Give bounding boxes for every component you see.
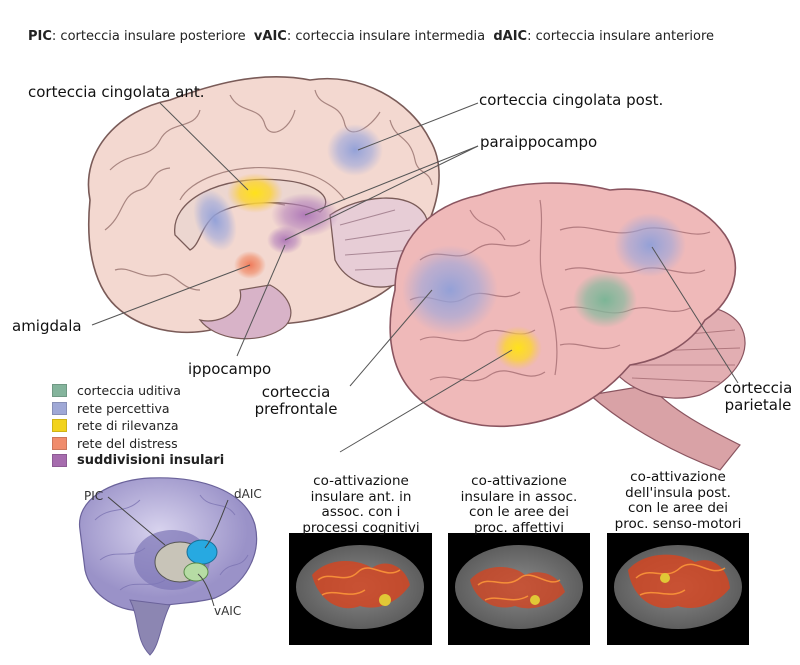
caption-line: con le aree dei [628, 500, 728, 516]
leader-prefrontale-2 [339, 349, 513, 453]
caption-line: insulare ant. in [310, 488, 412, 505]
label-parietale-line1: corteccia [723, 379, 793, 397]
label-ippocampo: ippocampo [188, 360, 272, 378]
label-prefrontale-line1: corteccia [261, 383, 331, 401]
legend-label: rete del distress [77, 435, 178, 451]
lateral-brain [389, 182, 746, 471]
caption-cognitivi: co-attivazione insulare ant. in assoc. c… [288, 473, 434, 536]
legend-label: rete percettiva [77, 400, 170, 416]
sagittal-brain [87, 75, 440, 340]
caption-line: insulare in assoc. [460, 488, 578, 505]
label-paraippocampo: paraippocampo [480, 133, 598, 151]
label-parietale-line2: parietale [724, 396, 792, 414]
insula-brain [79, 477, 258, 656]
caption-line: assoc. con i [321, 504, 401, 520]
legend-label: suddivisioni insulari [77, 453, 225, 469]
abbreviation-header: PIC: corteccia insulare posteriore vAIC:… [28, 29, 714, 44]
insula-label-pic: PIC [84, 489, 104, 503]
leader-parietale [651, 246, 739, 384]
insula-label-vaic: vAIC [214, 604, 242, 618]
caption-line: dell'insula post. [625, 484, 731, 501]
caption-line: con le aree dei [469, 504, 569, 520]
vaic-abbr: vAIC [253, 29, 287, 44]
legend-swatch-percettiva [52, 401, 67, 415]
daic-abbr: dAIC [493, 29, 528, 44]
leader-paraippocampo-1 [304, 145, 479, 216]
legend-label: rete di rilevanza [77, 418, 179, 434]
daic-desc: : corteccia insulare anteriore [527, 29, 715, 44]
vaic-desc: : corteccia insulare intermedia [286, 29, 486, 44]
caption-line: proc. affettivi [473, 519, 565, 536]
legend-swatch-insulari [52, 454, 67, 468]
caption-line: co-attivazione [313, 473, 409, 489]
caption-line: proc. senso-motori [614, 515, 742, 532]
fmri-panel-3 [607, 533, 749, 645]
label-prefrontale-line2: prefrontale [254, 400, 338, 418]
leader-ippocampo [236, 244, 286, 357]
label-cingolata-ant: corteccia cingolata ant. [28, 83, 205, 101]
caption-affettivi: co-attivazione insulare in assoc. con le… [444, 473, 594, 536]
fmri-panel-1 [289, 533, 432, 645]
leader-amigdala [91, 264, 251, 326]
caption-line: processi cognitivi [302, 519, 420, 536]
legend-item: corteccia uditiva [52, 382, 224, 400]
legend-item: rete del distress [52, 435, 224, 453]
pic-desc: : corteccia insulare posteriore [51, 29, 246, 44]
leader-paraippocampo-2 [284, 145, 479, 241]
label-amigdala: amigdala [12, 317, 82, 335]
legend-swatch-uditiva [52, 384, 67, 398]
caption-senso-motori: co-attivazione dell'insula post. con le … [600, 469, 756, 532]
leader-lines [91, 102, 739, 453]
leader-cingolata-post [357, 102, 479, 151]
label-parietale: corteccia parietale [716, 380, 800, 414]
legend: corteccia uditiva rete percettiva rete d… [52, 382, 224, 470]
legend-label: corteccia uditiva [77, 383, 181, 399]
caption-line: co-attivazione [471, 473, 567, 489]
fmri-panels [289, 533, 749, 645]
legend-swatch-distress [52, 436, 67, 450]
legend-swatch-rilevanza [52, 419, 67, 433]
label-prefrontale: corteccia prefrontale [246, 384, 346, 418]
legend-item: rete percettiva [52, 400, 224, 418]
legend-item: suddivisioni insulari [52, 452, 224, 470]
leader-cingolata-ant [159, 102, 249, 191]
caption-line: co-attivazione [630, 469, 726, 485]
pic-abbr: PIC [28, 29, 52, 44]
label-cingolata-post: corteccia cingolata post. [479, 91, 664, 109]
legend-item: rete di rilevanza [52, 417, 224, 435]
insula-label-daic: dAIC [234, 487, 262, 501]
fmri-panel-2 [448, 533, 590, 645]
leader-prefrontale [349, 289, 433, 387]
